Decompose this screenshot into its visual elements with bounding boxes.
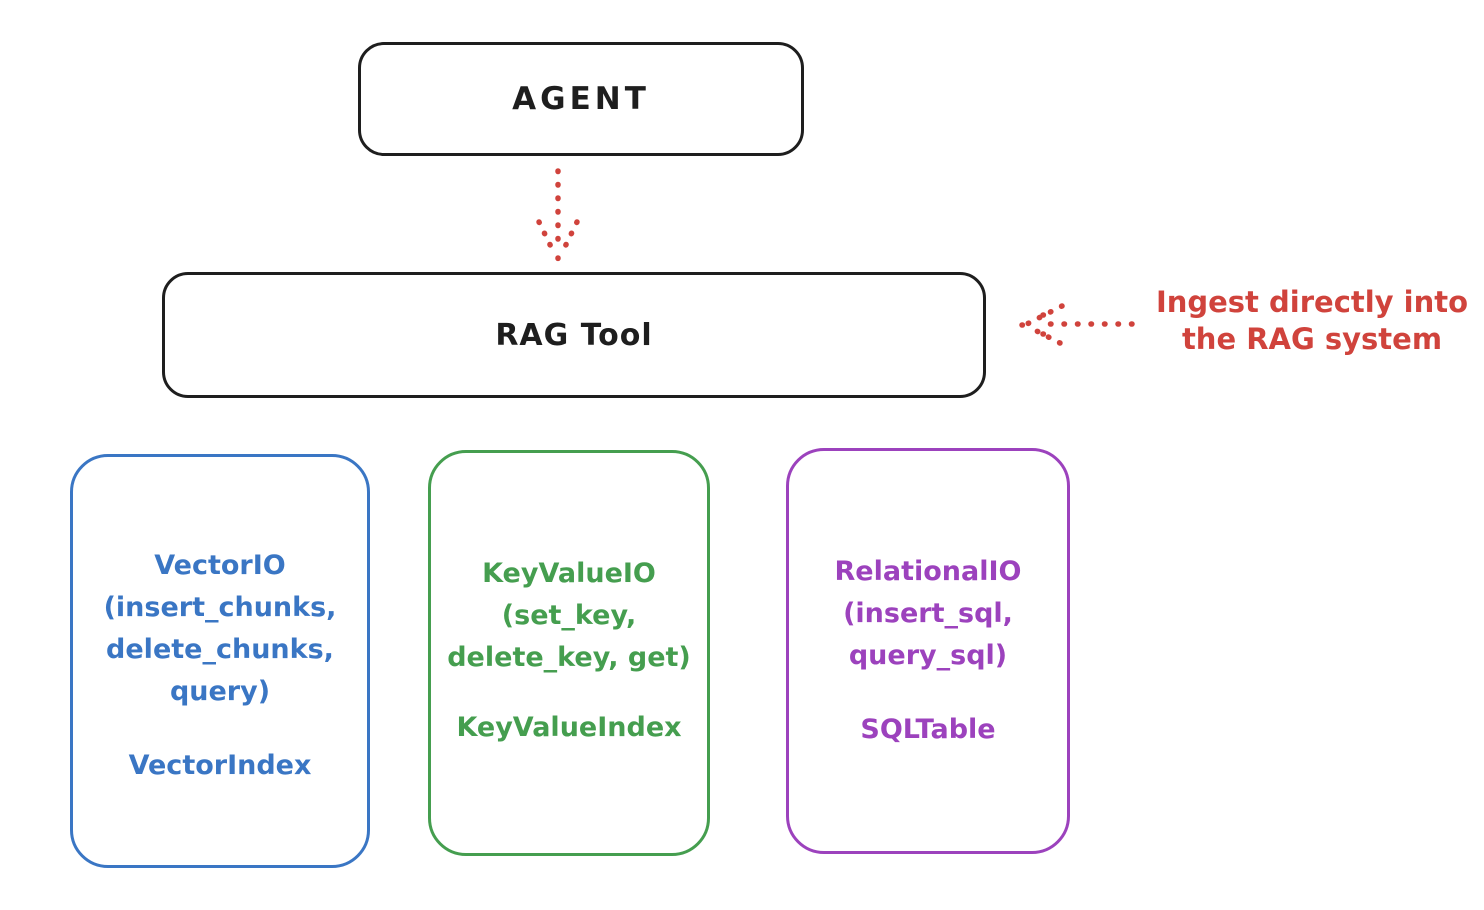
store-relationalio-line: RelationalIO xyxy=(834,556,1022,587)
agent-box: AGENT xyxy=(358,42,804,156)
rag-tool-label: RAG Tool xyxy=(495,317,653,353)
store-relationalio-line: (insert_sql, xyxy=(843,598,1013,629)
store-vectorio-line: VectorIO xyxy=(154,550,286,581)
store-keyvalueio-line: delete_key, get) xyxy=(447,642,691,673)
store-keyvalueio-line: KeyValueIO xyxy=(482,558,656,589)
store-box-relationalio: RelationalIO (insert_sql, query_sql) SQL… xyxy=(786,448,1070,854)
ingest-annotation-line1: Ingest directly into xyxy=(1155,285,1469,319)
store-relationalio-table-label: SQLTable xyxy=(860,714,996,745)
ingest-annotation: Ingest directly into the RAG system xyxy=(1140,284,1484,358)
store-vectorio-line: delete_chunks, xyxy=(106,634,334,665)
store-keyvalueio-line: (set_key, xyxy=(501,600,637,631)
store-vectorio-line: (insert_chunks, xyxy=(103,592,337,623)
store-box-keyvalueio: KeyValueIO (set_key, delete_key, get) Ke… xyxy=(428,450,710,856)
ingest-arrow-icon xyxy=(1019,303,1135,346)
agent-to-rag-arrow-icon xyxy=(536,168,580,262)
ingest-annotation-line2: the RAG system xyxy=(1181,322,1443,356)
store-vectorio-line: query) xyxy=(169,676,271,707)
store-relationalio-line: query_sql) xyxy=(848,640,1008,671)
agent-label: AGENT xyxy=(512,81,650,117)
store-keyvalueio-index-label: KeyValueIndex xyxy=(456,712,682,743)
store-vectorio-index-label: VectorIndex xyxy=(128,750,312,781)
rag-tool-box: RAG Tool xyxy=(162,272,986,398)
store-box-vectorio: VectorIO (insert_chunks, delete_chunks, … xyxy=(70,454,370,868)
